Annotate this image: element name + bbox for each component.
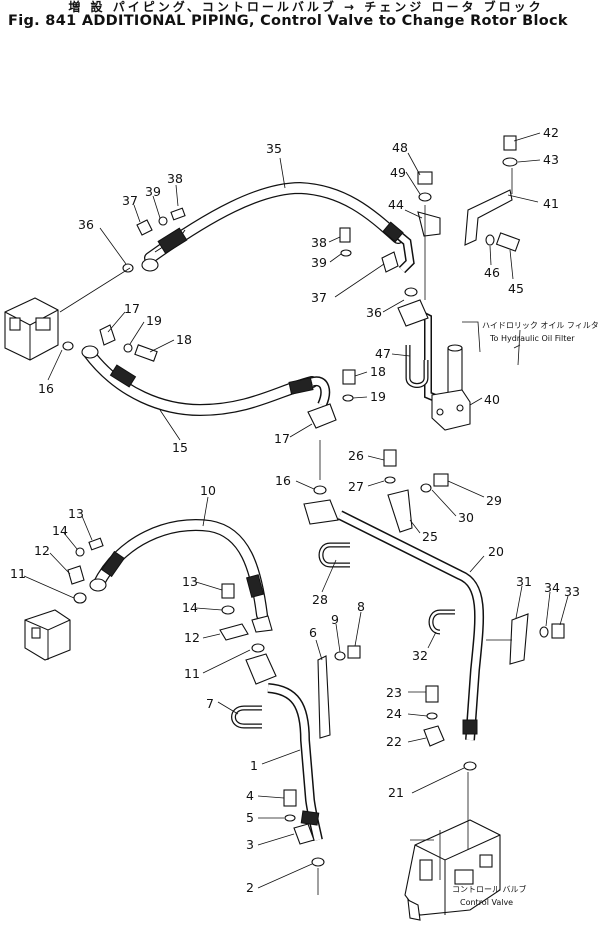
pipe-40 [410,306,471,431]
callout-10: 10 [200,483,216,498]
callout-46: 46 [484,265,500,280]
callout-14: 14 [182,600,198,615]
callout-36: 36 [78,217,94,232]
callout-44: 44 [388,197,404,212]
hose-35 [144,181,415,274]
assembly-lines [59,168,521,895]
pipe-1 [267,683,323,841]
callout-43: 43 [543,152,559,167]
callout-21: 21 [388,785,404,800]
callout-34: 34 [544,580,560,595]
callout-22: 22 [386,734,402,749]
callout-11: 11 [10,566,26,581]
callout-3: 3 [246,837,254,852]
callout-20: 20 [488,544,504,559]
filter-label-jp: ハイドロリック オイル フィルタ [482,321,599,330]
callout-30: 30 [458,510,474,525]
change-rotor-block-lower [24,609,71,661]
callout-42: 42 [543,125,559,140]
callout-11: 11 [184,666,200,681]
callout-19: 19 [146,313,162,328]
callout-33: 33 [564,584,580,599]
callout-38: 38 [167,171,183,186]
hose-10 [92,519,268,621]
callout-45: 45 [508,281,524,296]
callout-36: 36 [366,305,382,320]
callout-39: 39 [311,255,327,270]
callout-47: 47 [375,346,391,361]
callout-26: 26 [348,448,364,463]
callout-24: 24 [386,706,402,721]
callout-5: 5 [246,810,254,825]
callout-2: 2 [246,880,254,895]
callout-9: 9 [331,612,339,627]
callout-23: 23 [386,685,402,700]
callout-17: 17 [124,301,140,316]
callout-35: 35 [266,141,282,156]
callout-28: 28 [312,592,328,607]
callout-19: 19 [370,389,386,404]
callout-29: 29 [486,493,502,508]
pipe-20 [337,510,485,741]
callout-38: 38 [311,235,327,250]
callout-13: 13 [68,506,84,521]
annotations: ハイドロリック オイル フィルタ To Hydraulic Oil Filter… [452,321,599,907]
callout-37: 37 [122,193,138,208]
callout-12: 12 [184,630,200,645]
callout-14: 14 [52,523,68,538]
callout-32: 32 [412,648,428,663]
filter-label-en: To Hydraulic Oil Filter [489,334,575,343]
callout-16: 16 [275,473,291,488]
callout-labels: 42 43 48 49 35 38 39 37 44 41 36 38 39 4… [10,125,580,895]
callout-18: 18 [176,332,192,347]
callout-40: 40 [484,392,500,407]
callout-13: 13 [182,574,198,589]
flange-clamp-parts [62,135,565,867]
callout-6: 6 [309,625,317,640]
figure-title-japanese: 増 設 パイピング、コントロールバルブ → チェンジ ロータ ブロック [68,0,544,14]
valve-label-jp: コントロール バルブ [452,884,527,894]
callout-17: 17 [274,431,290,446]
callout-48: 48 [392,140,408,155]
callout-37: 37 [311,290,327,305]
callout-41: 41 [543,196,559,211]
callout-16: 16 [38,381,54,396]
callout-15: 15 [172,440,188,455]
callout-12: 12 [34,543,50,558]
valve-label-en: Control Valve [460,898,513,907]
callout-1: 1 [250,758,258,773]
hose-15 [82,346,331,417]
change-rotor-block-upper [4,297,59,361]
callout-31: 31 [516,574,532,589]
callout-25: 25 [422,529,438,544]
control-valve [404,819,501,921]
figure-title: Fig. 841 ADDITIONAL PIPING, Control Valv… [8,13,568,29]
callout-8: 8 [357,599,365,614]
callout-27: 27 [348,479,364,494]
callout-7: 7 [206,696,214,711]
callout-18: 18 [370,364,386,379]
leader-lines [23,132,569,889]
callout-4: 4 [246,788,254,803]
callout-39: 39 [145,184,161,199]
callout-49: 49 [390,165,406,180]
